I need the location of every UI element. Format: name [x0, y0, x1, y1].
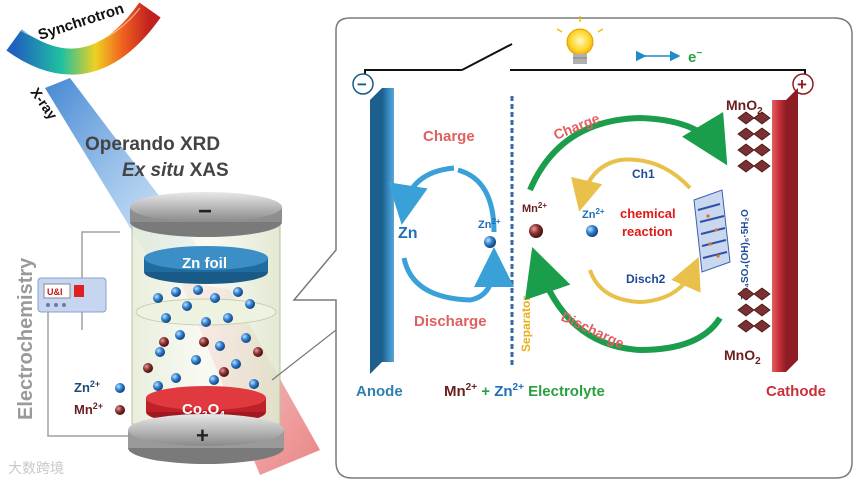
ex-situ-xas-label: Ex situ XAS	[122, 160, 229, 181]
legend-mn-label: Mn2+	[74, 401, 103, 417]
bottom-cap	[128, 414, 284, 464]
top-cap	[130, 192, 282, 237]
ch1-label: Ch1	[632, 167, 655, 181]
circuit-switch	[461, 43, 513, 71]
positive-terminal-sign: +	[797, 75, 807, 94]
zhs-formula-label: Zn₄SO₄(OH)₆·5H₂O	[740, 209, 751, 300]
mn-ion-ball	[529, 224, 543, 238]
electrolyte-label: Mn2+ + Zn2+ Electrolyte	[444, 382, 605, 400]
cathode-label: Cathode	[766, 383, 826, 400]
synchrotron-ring	[6, 2, 161, 75]
mno2-bottom-crystal-icon	[737, 287, 771, 333]
reaction-label: reaction	[622, 224, 673, 239]
anode-label: Anode	[356, 383, 403, 400]
light-bulb-icon	[556, 16, 604, 64]
anode-charge-label: Charge	[423, 128, 475, 145]
negative-terminal-icon	[352, 73, 374, 95]
cathode-electrode	[772, 88, 798, 372]
zn-ion-label-cathode: Zn2+	[582, 207, 605, 221]
disch2-label: Disch2	[626, 272, 666, 286]
ch1-arrow	[571, 157, 692, 212]
electrochemistry-label: Electrochemistry	[15, 257, 37, 420]
cap-minus: −	[198, 198, 212, 225]
zn-ion-anode	[484, 236, 496, 248]
anode-discharge-arrow	[401, 247, 514, 303]
legend-zn-ball	[115, 383, 125, 393]
separator-label: Separator	[519, 296, 533, 352]
meter-label: U&I	[47, 287, 63, 297]
wire-bottom	[47, 310, 140, 437]
anode-electrode	[370, 88, 394, 374]
mno2-top-crystal-icon	[737, 111, 771, 173]
cathode-charge-arrow	[527, 111, 728, 192]
zn-metal-label: Zn	[398, 225, 418, 242]
watermark: 大数跨境	[8, 461, 64, 477]
operando-xrd-label: Operando XRD	[85, 134, 220, 155]
zn-foil-label: Zn foil	[182, 255, 227, 272]
legend-zn-label: Zn2+	[74, 379, 100, 395]
anode-charge-arrow	[388, 165, 455, 225]
cap-plus: +	[196, 423, 209, 448]
mn-ion-label: Mn2+	[522, 201, 547, 215]
mno2-bottom-label: MnO2	[724, 347, 761, 367]
callout-pointer	[271, 329, 337, 381]
zn-ion-cathode	[586, 225, 598, 237]
zhs-crystal-icon	[693, 189, 731, 273]
meter-device	[37, 277, 107, 313]
chemical-label: chemical	[620, 206, 676, 221]
anode-return-arc	[457, 167, 497, 233]
negative-terminal-sign: −	[357, 75, 367, 94]
mno2-top-label: MnO2	[726, 97, 763, 117]
zn-foil-disc	[144, 246, 268, 284]
cathode-discharge-arrow	[524, 246, 723, 354]
disch2-arrow	[588, 257, 701, 305]
electron-label: e−	[688, 48, 702, 66]
legend-mn-ball	[115, 405, 125, 415]
zn-ion-label-anode: Zn2+	[478, 217, 501, 231]
wire-top	[81, 231, 120, 280]
anode-discharge-label: Discharge	[414, 313, 487, 330]
